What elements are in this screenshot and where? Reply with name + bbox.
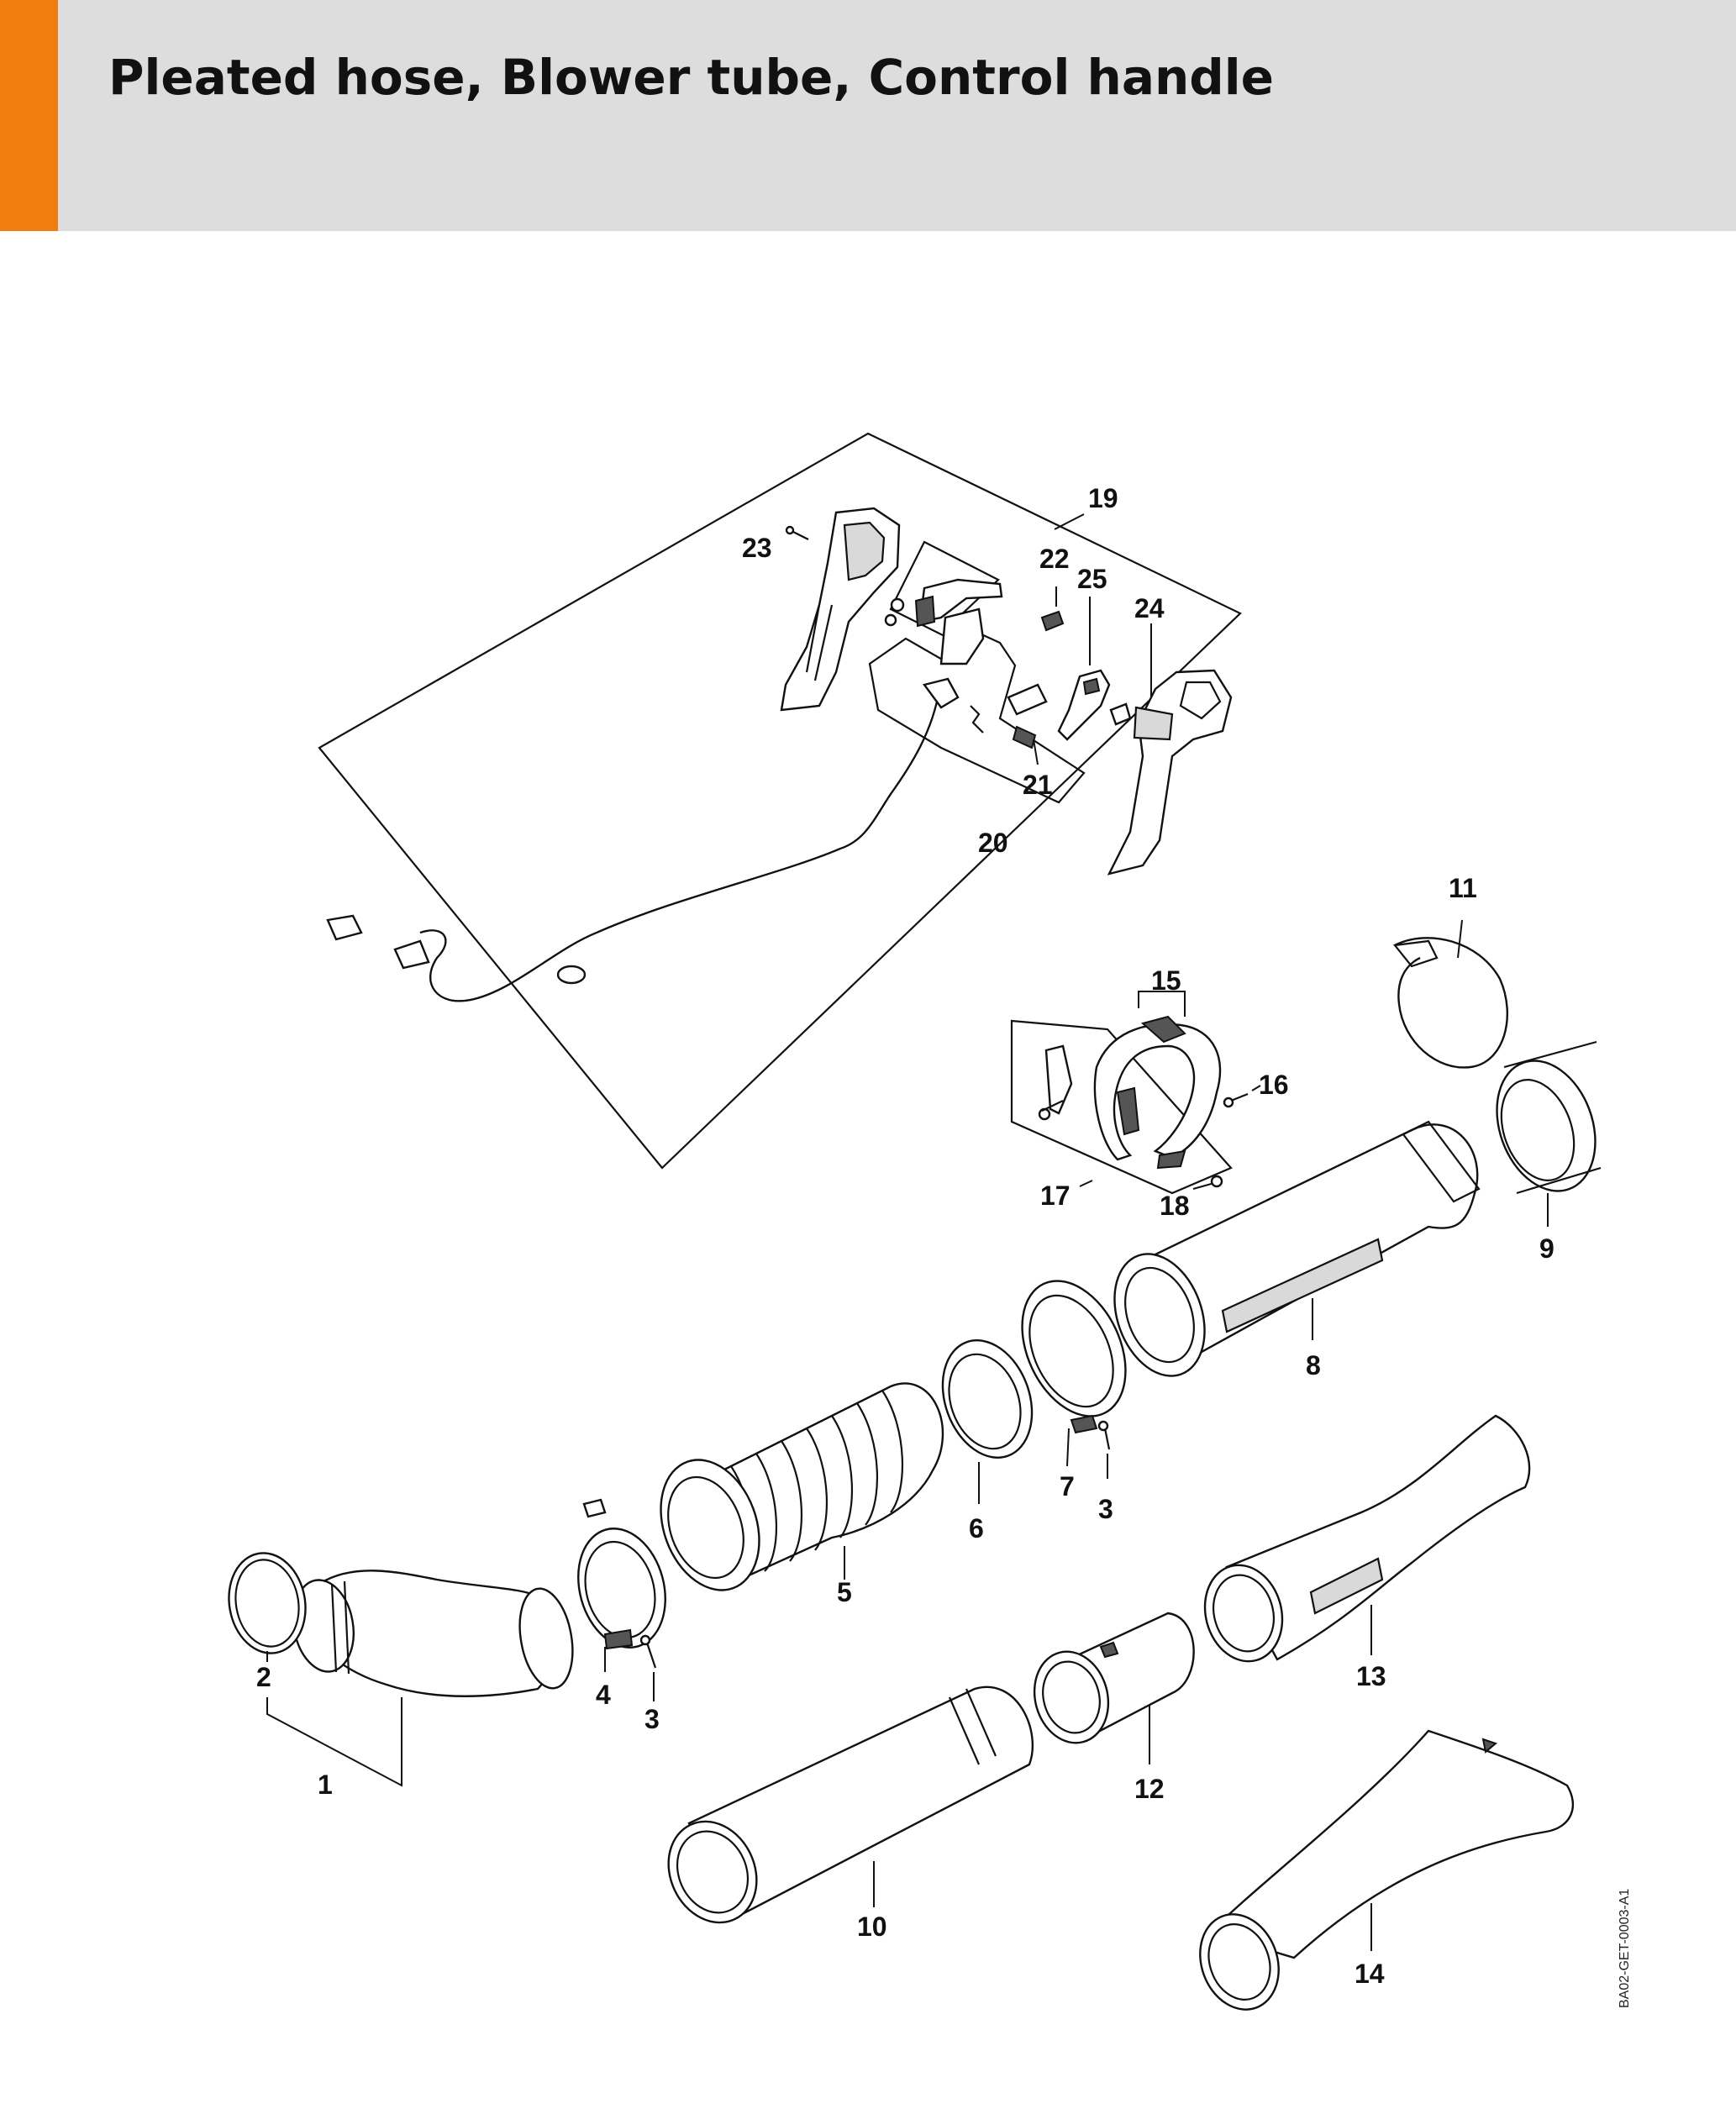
clamp-part-4	[577, 1498, 666, 1650]
header-band: Pleated hose, Blower tube, Control handl…	[0, 0, 1736, 231]
tube-part-10	[667, 1685, 1034, 1924]
callout-24: 24	[1134, 593, 1165, 623]
callout-4: 4	[596, 1680, 611, 1710]
control-cable	[326, 677, 960, 1002]
curved-nozzle-part-13	[1203, 1414, 1531, 1663]
blower-tube-part-8	[1113, 1120, 1481, 1377]
header-accent-bar	[0, 0, 58, 231]
callout-21: 21	[1023, 770, 1053, 800]
callout-12: 12	[1134, 1774, 1165, 1804]
callout-3a: 3	[644, 1704, 660, 1734]
assembly-box-19	[318, 432, 1242, 1170]
leader-16	[1251, 1085, 1261, 1091]
pleated-hose-part-5	[660, 1382, 944, 1591]
strap-ring-part-11	[1392, 937, 1509, 1069]
callout-10: 10	[857, 1912, 887, 1942]
handle-housing-part-23	[780, 507, 901, 712]
clamp-part-15	[1093, 1015, 1222, 1170]
callout-17: 17	[1040, 1181, 1071, 1211]
clamp-ring-part-7	[1021, 1280, 1127, 1434]
leader-17	[1079, 1180, 1093, 1187]
screw-3a	[639, 1634, 657, 1669]
callout-16: 16	[1259, 1070, 1289, 1100]
callout-22: 22	[1039, 544, 1070, 574]
callout-13: 13	[1356, 1661, 1386, 1691]
leader-7	[1066, 1428, 1070, 1467]
callout-3b: 3	[1098, 1494, 1113, 1524]
callout-15: 15	[1151, 965, 1181, 996]
callout-25: 25	[1077, 564, 1107, 594]
callout-9: 9	[1539, 1233, 1555, 1264]
callout-8: 8	[1306, 1350, 1321, 1380]
leader-19	[1054, 513, 1085, 530]
callout-6: 6	[969, 1513, 984, 1543]
screw-18	[1192, 1175, 1223, 1191]
callout-5: 5	[837, 1577, 852, 1607]
nozzle-part-12	[1033, 1612, 1195, 1744]
screw-16	[1223, 1092, 1249, 1108]
screw-3b	[1097, 1420, 1111, 1450]
screw-23	[785, 525, 809, 540]
handle-shell-part-24	[1107, 669, 1233, 876]
leader-15	[1138, 991, 1186, 1017]
ring-part-6	[941, 1339, 1034, 1459]
trigger-lever	[884, 578, 1003, 665]
callout-1: 1	[318, 1770, 333, 1800]
page-title: Pleated hose, Blower tube, Control handl…	[108, 49, 1275, 106]
switch-part-25	[1057, 669, 1132, 741]
leader-21	[1033, 739, 1039, 765]
drawing-reference: BA02-GET-0003-A1	[1618, 1888, 1632, 2008]
callout-14: 14	[1355, 1959, 1385, 1989]
flat-nozzle-part-14	[1199, 1729, 1575, 2011]
leader-11	[1457, 919, 1463, 959]
elbow-part-1	[292, 1570, 574, 1697]
leader-1	[266, 1697, 402, 1787]
lever-part	[1038, 1044, 1073, 1121]
callout-2: 2	[256, 1662, 271, 1692]
callout-20: 20	[978, 828, 1008, 858]
union-nut-part-9	[1496, 1040, 1602, 1195]
clip-part-22	[1040, 610, 1065, 632]
callout-23: 23	[742, 533, 772, 563]
callout-7: 7	[1060, 1471, 1075, 1501]
callout-18: 18	[1160, 1191, 1190, 1221]
callout-19: 19	[1088, 483, 1118, 513]
o-ring-part-2	[228, 1552, 307, 1654]
spring-part-21	[970, 683, 1048, 749]
assembly-box-17	[1010, 1019, 1233, 1195]
callout-11: 11	[1449, 873, 1477, 903]
